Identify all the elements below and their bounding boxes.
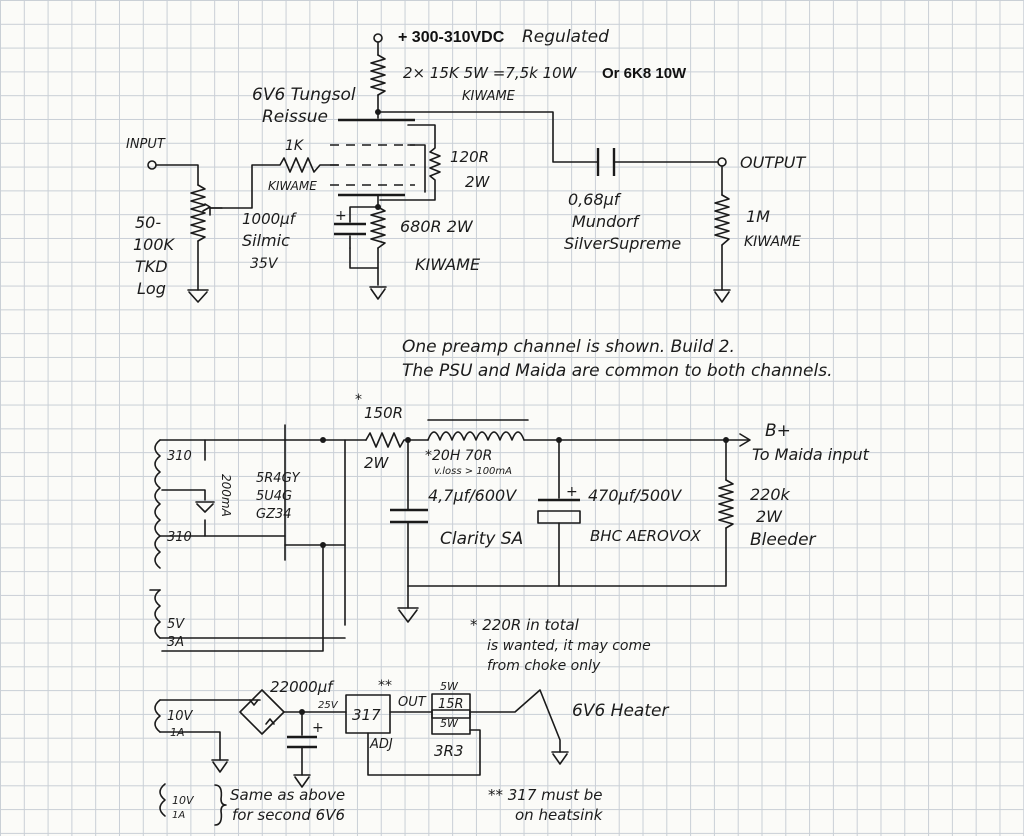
pot-label-4: Log bbox=[137, 279, 166, 298]
heatsink-note-1: ** 317 must be bbox=[488, 786, 603, 804]
rectifier-label-2: 5U4G bbox=[256, 489, 292, 504]
regulator-mark: ** bbox=[378, 678, 392, 694]
heater-voltage-label: 10V bbox=[167, 709, 194, 724]
heater-cap-voltage: 25V bbox=[318, 700, 339, 711]
filament-current-label: 3A bbox=[167, 635, 184, 650]
regulator-adj-label: ADJ bbox=[369, 737, 393, 752]
cath-cap-label-2: Silmic bbox=[242, 231, 290, 250]
resistor-3r3-watt: 5W bbox=[440, 717, 459, 730]
same-note-2: for second 6V6 bbox=[232, 806, 345, 824]
bplus-label: B+ bbox=[765, 421, 791, 441]
output-resistor bbox=[714, 194, 730, 246]
plate-resistor-alt-label: Or 6K8 10W bbox=[602, 65, 687, 82]
transformer-10v-winding bbox=[154, 699, 161, 733]
tube-reissue-label: Reissue bbox=[262, 107, 328, 127]
transformer-5v-winding bbox=[154, 589, 161, 639]
cap1-value-label: 4,7µf/600V bbox=[428, 486, 517, 505]
transformer-10v-winding-2 bbox=[159, 783, 166, 817]
regulator-label: 317 bbox=[352, 706, 381, 724]
series-resistor-mark: * bbox=[355, 392, 362, 408]
tube-name-label: 6V6 Tungsol bbox=[252, 85, 356, 105]
coupling-cap-label-1: 0,68µf bbox=[568, 190, 622, 209]
cath-cap-label-3: 35V bbox=[250, 256, 279, 272]
transformer-hv-winding bbox=[154, 439, 161, 569]
choke-loss-label: v.loss > 100mA bbox=[434, 466, 512, 477]
series-resistor-label: 150R bbox=[364, 404, 403, 422]
hv-tap-1-label: 310 bbox=[167, 449, 192, 464]
bridge-rectifier bbox=[239, 689, 285, 735]
heater2-current-label: 1A bbox=[172, 810, 185, 821]
cap1-name-label: Clarity SA bbox=[440, 529, 523, 549]
plate-resistor-label: 2× 15K 5W =7,5k 10W bbox=[403, 64, 578, 82]
regulated-label: Regulated bbox=[522, 27, 609, 47]
pot-label-2: 100K bbox=[133, 235, 176, 254]
svg-text:+: + bbox=[335, 208, 347, 224]
choke-note-3: from choke only bbox=[487, 658, 601, 674]
svg-text:+: + bbox=[566, 484, 578, 500]
heater2-voltage-label: 10V bbox=[172, 794, 195, 807]
resistor-3r3-label: 3R3 bbox=[434, 742, 464, 760]
output-brand-label: KIWAME bbox=[744, 234, 801, 250]
cathode-resistor bbox=[370, 206, 386, 249]
choke-label: *20H 70R bbox=[425, 448, 492, 464]
coupling-cap-label-3: SilverSupreme bbox=[564, 234, 681, 253]
plate-resistor bbox=[370, 54, 386, 96]
heatsink-note-2: on heatsink bbox=[515, 806, 604, 824]
bleeder-value-label: 220k bbox=[750, 485, 791, 504]
input-potentiometer bbox=[190, 184, 206, 242]
svg-text:+: + bbox=[312, 720, 324, 736]
heater-cap-label: 22000µf bbox=[270, 678, 335, 696]
cap2-value-label: 470µf/500V bbox=[588, 486, 682, 505]
psu-section: + bbox=[149, 419, 751, 652]
bleeder-watt-label: 2W bbox=[756, 507, 783, 526]
rectifier-label-3: GZ34 bbox=[256, 507, 292, 522]
same-note-1: Same as above bbox=[230, 786, 345, 804]
output-label: OUTPUT bbox=[740, 153, 806, 172]
maida-input-label: To Maida input bbox=[752, 445, 870, 464]
resistor-15r-watt: 5W bbox=[440, 680, 459, 693]
bleeder-resistor bbox=[718, 479, 734, 529]
output-resistor-label: 1M bbox=[746, 207, 770, 226]
cathode-brand-label: KIWAME bbox=[415, 255, 481, 274]
grid-resistor-label: 1K bbox=[285, 138, 305, 154]
note-line-2: The PSU and Maida are common to both cha… bbox=[402, 361, 832, 381]
pot-label-3: TKD bbox=[135, 257, 168, 276]
grid-brand-label: KIWAME bbox=[268, 179, 317, 193]
plate-brand-label: KIWAME bbox=[462, 89, 516, 104]
pot-label-1: 50- bbox=[135, 213, 161, 232]
note-line-1: One preamp channel is shown. Build 2. bbox=[402, 337, 735, 357]
rectifier-label-1: 5R4GY bbox=[256, 471, 301, 486]
choke bbox=[427, 431, 525, 441]
resistor-15r bbox=[431, 693, 471, 719]
screen-resistor-label: 120R bbox=[450, 148, 489, 166]
resistor-3r3 bbox=[431, 709, 471, 735]
cath-cap-label-1: 1000µf bbox=[242, 210, 298, 228]
hv-tap-2-label: 310 bbox=[167, 530, 192, 545]
regulator-out-label: OUT bbox=[398, 695, 427, 710]
series-resistor-watt: 2W bbox=[364, 454, 390, 472]
cathode-resistor-label: 680R 2W bbox=[400, 217, 474, 236]
input-label: INPUT bbox=[126, 137, 166, 152]
resistor-15r-label: 15R bbox=[438, 697, 464, 712]
choke-note-1: * 220R in total bbox=[470, 616, 580, 634]
heater-section: + bbox=[154, 689, 569, 826]
supply-voltage-label: + 300-310VDC bbox=[398, 29, 505, 46]
hv-current-label: 200mA bbox=[219, 474, 233, 517]
heater-current-label: 1A bbox=[170, 726, 185, 739]
coupling-cap-label-2: Mundorf bbox=[572, 212, 641, 231]
preamp-section: + bbox=[147, 33, 731, 303]
series-resistor-150r bbox=[365, 432, 429, 448]
choke-note-2: is wanted, it may come bbox=[487, 638, 651, 654]
screen-watt-label: 2W bbox=[465, 173, 491, 191]
bleeder-label: Bleeder bbox=[750, 530, 817, 550]
cap2-name-label: BHC AEROVOX bbox=[590, 527, 701, 545]
heater-label: 6V6 Heater bbox=[572, 701, 669, 721]
filament-voltage-label: 5V bbox=[167, 617, 185, 632]
